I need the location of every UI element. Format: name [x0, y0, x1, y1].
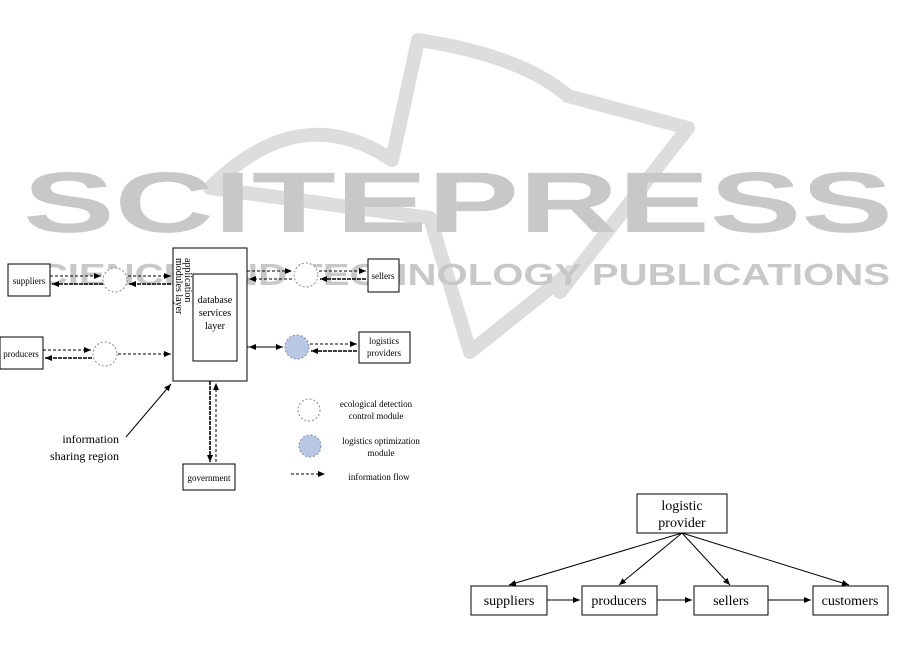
provider-to-producers-arrow — [618, 532, 683, 586]
suppliers-box — [7, 263, 51, 297]
left-diagram: suppliers producers application modules … — [0, 247, 420, 491]
flows-logistics — [247, 341, 357, 354]
provider-to-customers-arrow — [681, 532, 850, 586]
chain-sellers-label: sellers — [713, 594, 749, 609]
government-label: government — [188, 473, 231, 483]
chain-customers-label: customers — [822, 594, 879, 609]
watermark-book-logo — [203, 33, 695, 359]
logistics-providers-box — [358, 331, 411, 364]
watermark-subtitle: SCIENCE AND TECHNOLOGY PUBLICATIONS — [12, 257, 890, 292]
info-sharing-pointer — [125, 383, 172, 438]
info-sharing-line2: sharing region — [50, 449, 119, 463]
chain-producers-label: producers — [591, 594, 646, 609]
logistics-providers-line2: providers — [367, 348, 401, 358]
flows-producers — [43, 347, 171, 361]
db-line3: layer — [205, 321, 226, 332]
chain-suppliers-label: suppliers — [484, 594, 535, 609]
app-layer-line2: modules layer — [173, 258, 184, 315]
chain-customers-box — [812, 585, 889, 616]
flows-government — [207, 381, 219, 462]
legend-logopt-line1: logistics optimization — [342, 436, 420, 446]
db-line1: database — [198, 295, 233, 306]
app-layer-line1: application — [182, 258, 193, 302]
eco-module-node-producers — [92, 341, 118, 367]
legend-eco-line1: ecological detection — [340, 399, 413, 409]
legend-eco-line2: control module — [349, 411, 404, 421]
government-box — [182, 463, 236, 491]
provider-to-sellers-arrow — [681, 532, 731, 586]
sellers-box — [367, 258, 400, 293]
legend-logopt-symbol — [298, 434, 322, 458]
logistics-optimization-node — [284, 334, 310, 360]
right-diagram: logistic provider suppliers producers se… — [470, 493, 889, 616]
provider-to-suppliers-arrow — [508, 532, 683, 586]
logistics-providers-line1: logistics — [369, 336, 399, 346]
watermark: SCITEPRESS SCIENCE AND TECHNOLOGY PUBLIC… — [12, 33, 893, 359]
producers-label: producers — [3, 349, 39, 359]
eco-module-node-suppliers — [102, 267, 128, 293]
legend-flow-label: information flow — [348, 472, 410, 482]
flows-sellers — [247, 268, 366, 282]
sellers-label: sellers — [372, 271, 395, 281]
chain-suppliers-box — [470, 585, 548, 616]
legend-logopt-line2: module — [368, 448, 395, 458]
logistic-provider-line2: provider — [658, 516, 706, 531]
database-services-layer-box — [192, 273, 238, 362]
info-sharing-line1: information — [62, 432, 119, 446]
legend-eco-symbol — [297, 398, 321, 422]
db-line2: services — [199, 308, 231, 319]
logistic-provider-line1: logistic — [661, 499, 702, 514]
logistic-provider-box — [636, 493, 728, 534]
suppliers-label: suppliers — [13, 276, 46, 286]
watermark-title: SCITEPRESS — [23, 155, 893, 251]
chain-sellers-box — [693, 585, 769, 616]
chain-producers-box — [581, 585, 658, 616]
legend: ecological detection control module logi… — [291, 398, 420, 482]
producers-box — [0, 336, 44, 370]
eco-module-node-sellers — [293, 262, 319, 288]
flows-suppliers — [50, 273, 171, 287]
application-modules-layer-label: application modules layer — [173, 258, 193, 315]
